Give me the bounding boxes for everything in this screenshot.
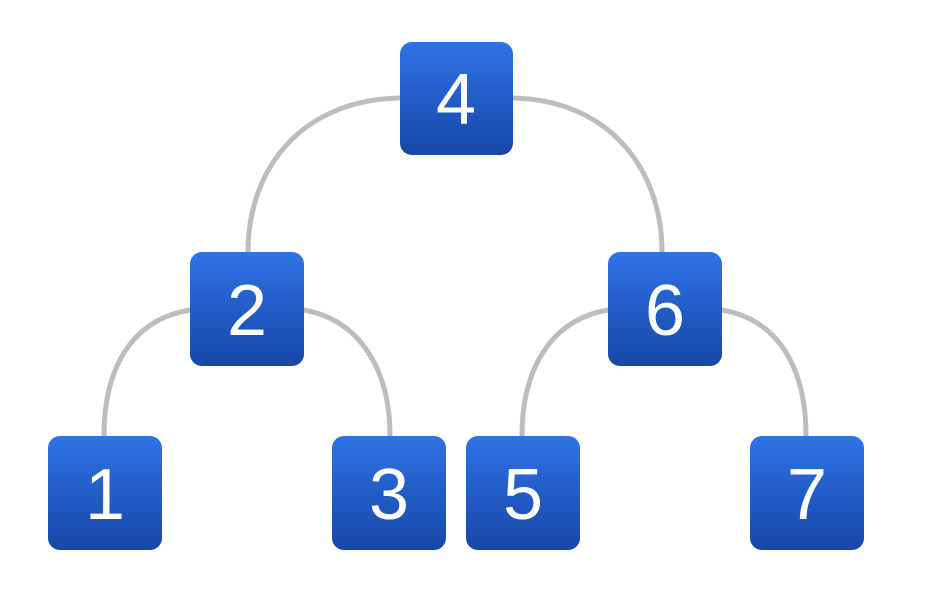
edge-4-6 bbox=[510, 95, 665, 255]
edge-2-1 bbox=[101, 307, 193, 439]
node-label-2: 2 bbox=[227, 271, 267, 351]
node-label-5: 5 bbox=[503, 455, 543, 535]
node-label-3: 3 bbox=[369, 455, 409, 535]
edges bbox=[101, 95, 809, 439]
node-label-7: 7 bbox=[787, 455, 827, 535]
edge-2-3 bbox=[301, 307, 393, 439]
tree-node-2: 2 bbox=[190, 252, 304, 366]
node-label-1: 1 bbox=[85, 455, 125, 535]
node-label-6: 6 bbox=[645, 271, 685, 351]
edge-4-2 bbox=[245, 95, 403, 255]
tree-node-7: 7 bbox=[750, 436, 864, 550]
tree-node-4: 4 bbox=[400, 42, 513, 155]
tree-node-6: 6 bbox=[608, 252, 722, 366]
nodes: 4 2 6 1 3 5 7 bbox=[48, 42, 864, 550]
tree-node-5: 5 bbox=[466, 436, 580, 550]
edge-6-7 bbox=[719, 307, 809, 439]
tree-node-1: 1 bbox=[48, 436, 162, 550]
node-label-4: 4 bbox=[436, 60, 476, 140]
edge-6-5 bbox=[519, 307, 611, 439]
tree-node-3: 3 bbox=[332, 436, 446, 550]
